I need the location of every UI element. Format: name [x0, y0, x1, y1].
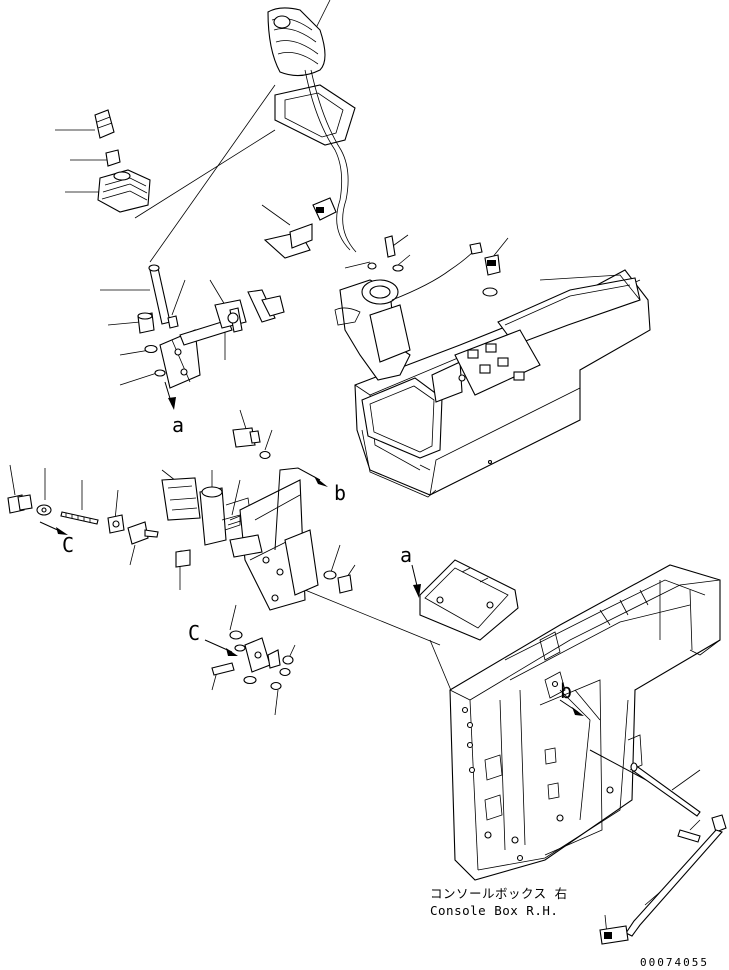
lock-rod-group	[589, 749, 727, 945]
drawing-code: 00074055	[640, 956, 709, 969]
left-hardware-row	[7, 494, 159, 545]
view-label-c-lower: C	[188, 621, 200, 645]
grip-knob-group	[94, 109, 151, 213]
caption-japanese: コンソールボックス 右	[430, 886, 568, 901]
clevis-group: C	[188, 621, 294, 691]
arrow-c-left: C	[39, 521, 74, 557]
shaft-bracket-group	[137, 264, 285, 389]
linkage-assembly	[161, 427, 353, 611]
caption: コンソールボックス 右 Console Box R.H.	[430, 886, 568, 918]
view-label-a-upper: a	[172, 413, 184, 437]
console-box-top	[354, 269, 651, 498]
console-frame: a b	[400, 543, 721, 881]
arrow-b-upper: b	[274, 467, 346, 551]
view-label-b-upper: b	[334, 481, 346, 505]
view-label-a-lower: a	[400, 543, 412, 567]
lever-boot-assembly	[263, 7, 357, 259]
joystick-motor	[334, 235, 501, 381]
view-label-b-lower: b	[560, 679, 572, 703]
view-label-c-left: C	[62, 533, 74, 557]
arrow-a-upper: a	[164, 381, 184, 437]
caption-english: Console Box R.H.	[430, 903, 558, 918]
